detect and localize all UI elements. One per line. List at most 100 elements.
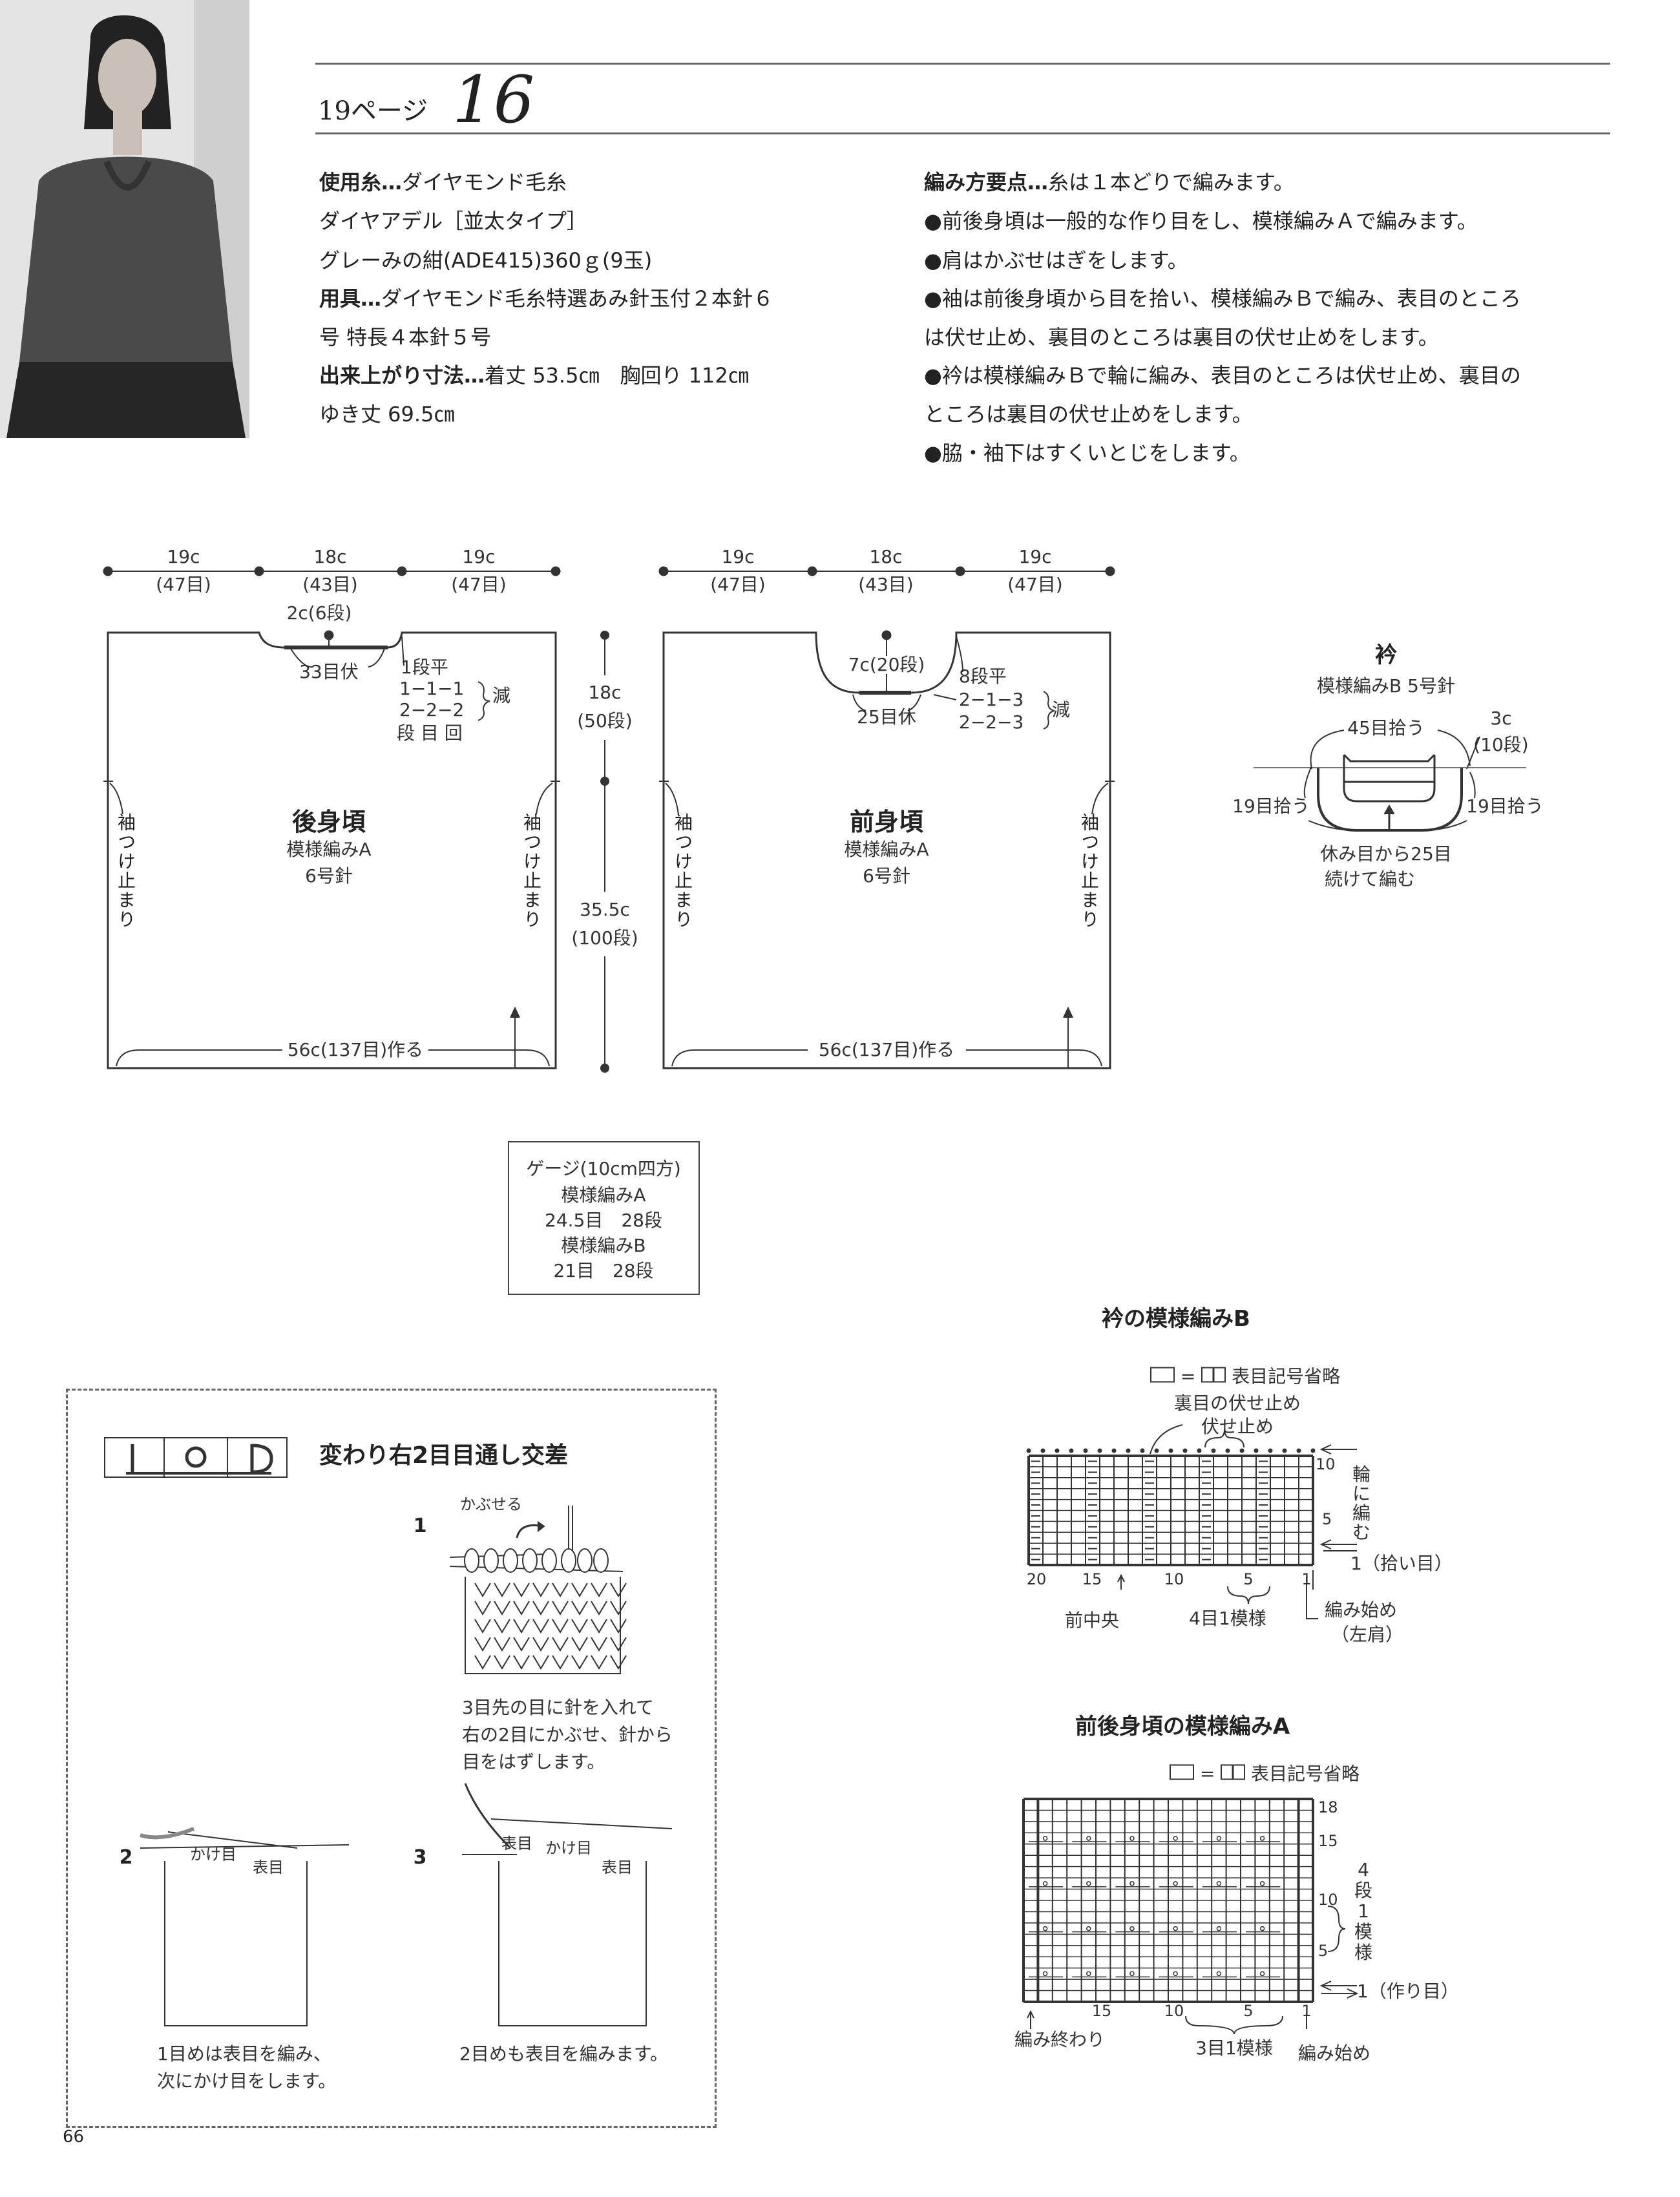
front-body-outline (662, 631, 1111, 1069)
row-label: 5 (1322, 1510, 1332, 1528)
cross-symbol (1086, 1971, 1091, 1977)
bindoff-dot (1055, 1448, 1060, 1453)
end-label: 編み終わり (1014, 2029, 1106, 2050)
materials-text: グレーみの紺(ADE415)360ｇ(9玉) (319, 248, 653, 273)
back_body-width-sts: (47目) (447, 576, 510, 594)
instruction-line: は伏せ止め、裏目のところは裏目の伏せ止めをします。 (924, 327, 1439, 348)
step-label: かけ目 (545, 1839, 592, 1857)
bindoff-dot (1268, 1448, 1273, 1453)
model-photo (0, 0, 249, 438)
stitch (474, 1582, 491, 1597)
col-label: 10 (1164, 1570, 1184, 1588)
knit-in-round-label: 編 (1352, 1502, 1371, 1524)
bindoff-dot (1296, 1448, 1301, 1453)
instruction-text: ●脇・袖下はすくいとじをします。 (924, 441, 1250, 465)
instruction-text: ●袖は前後身頃から目を拾い、模様編みＢで編み、表目のところ (924, 286, 1521, 311)
technique-panel (66, 1389, 717, 2128)
front-neck-depth: 7c(20段) (848, 654, 925, 675)
collar-title: 衿 (1375, 642, 1397, 668)
chart-a-grid (1022, 1798, 1359, 2035)
cross-symbol (1129, 1971, 1135, 1977)
stitch (474, 1601, 491, 1615)
cross-symbol (1086, 1881, 1091, 1886)
stitch (552, 1637, 569, 1652)
back-dec-row-2: 2−2−2 (399, 699, 465, 720)
bindoff-dot (1026, 1448, 1031, 1453)
chart-b-title: 衿の模様編みB (1102, 1306, 1250, 1332)
materials-label: 使用糸… (319, 170, 403, 194)
cross-symbol (1216, 1881, 1222, 1886)
step-number: 2 (119, 1846, 133, 1869)
stitch-loop (541, 1548, 557, 1573)
stitch-loop (561, 1548, 576, 1573)
step-number: 1 (413, 1515, 427, 1537)
collar-right-pickup: 19目拾う (1466, 795, 1544, 817)
step-label: かけ目 (190, 1845, 236, 1864)
pattern-number: 16 (452, 62, 535, 138)
stitch (474, 1637, 491, 1652)
stitch (610, 1582, 627, 1597)
step-caption: 右の2目にかぶせ、針から (462, 1724, 673, 1745)
stitch (513, 1619, 530, 1634)
height-lower-rows: (100段) (571, 927, 638, 949)
bindoff-dot (1197, 1448, 1202, 1453)
stitch (591, 1601, 607, 1615)
stitch-loop (577, 1548, 593, 1573)
stitch (571, 1619, 588, 1634)
collar-left-pickup: 19目拾う (1232, 795, 1310, 817)
stitch-loop (503, 1548, 518, 1573)
materials-text: 着丈 53.5㎝ 胸回り 112㎝ (485, 363, 749, 388)
collar-bottom-note-1: 休み目から25目 (1320, 843, 1452, 865)
front-sleeve-mark-right: 袖つけ止まり (1078, 813, 1100, 929)
chart-a-annotations (1027, 1906, 1359, 2035)
row-label: 10 (1318, 1891, 1338, 1909)
stitch-loop (593, 1548, 609, 1573)
page-reference: 19ページ (318, 96, 428, 126)
front-width-dimension (658, 566, 1115, 576)
instruction-line: ●脇・袖下はすくいとじをします。 (924, 443, 1250, 463)
col-label: 5 (1243, 1570, 1254, 1588)
stitch (591, 1637, 607, 1652)
front-dec-row-1: 2−1−3 (959, 689, 1024, 710)
stitch (494, 1582, 510, 1597)
chart-a-legend: = 表目記号省略 (1170, 1764, 1360, 1783)
knit-box-icon (1221, 1764, 1246, 1780)
front_body-width-cm: 18c (865, 548, 907, 566)
stitch (494, 1619, 510, 1634)
cross-symbol (1042, 1881, 1048, 1886)
step-number: 3 (413, 1846, 427, 1869)
cross-symbol (1129, 1926, 1135, 1931)
cross-stitch-symbol-icon (104, 1437, 288, 1478)
bindoff-dot (1168, 1448, 1173, 1453)
instruction-line: ●肩はかぶせはぎをします。 (924, 250, 1188, 271)
front_body-width-cm: 19c (1014, 548, 1056, 566)
knit-in-round-label: む (1352, 1522, 1371, 1543)
knit-in-round-label: 輪 (1352, 1464, 1371, 1485)
step-caption: 2目めも表目を編みます。 (459, 2043, 669, 2065)
stitch (591, 1582, 607, 1597)
stitch (552, 1655, 569, 1670)
col-label: 10 (1164, 2002, 1184, 2020)
stitch (513, 1655, 530, 1670)
cross-symbol (1042, 1926, 1048, 1931)
technique-title: 変わり右2目目通し交差 (319, 1442, 569, 1469)
chart-b-grid (1026, 1424, 1357, 1619)
cross-symbol (1173, 1971, 1178, 1977)
step1-illustration-icon (449, 1506, 627, 1674)
step-label: かぶせる (460, 1495, 522, 1513)
front_body-width-sts: (43目) (854, 576, 918, 594)
stitch (513, 1601, 530, 1615)
back-neck-depth: 2c(6段) (286, 602, 352, 624)
header-rule-bottom (315, 132, 1610, 134)
back-dec-label: 減 (492, 685, 511, 706)
step-caption: 1目めは表目を編み、 (157, 2043, 331, 2065)
gauge-line: 模様編みA (561, 1184, 646, 1206)
repeat-rows-label: 4 (1358, 1859, 1369, 1880)
bindoff-dot (1254, 1448, 1259, 1453)
step-label: 表目 (602, 1858, 633, 1876)
gauge-line: 21目 28段 (553, 1260, 654, 1281)
materials-text: 号 特長４本針５号 (319, 325, 492, 350)
collar-bottom-note-2: 続けて編む (1324, 868, 1416, 890)
back_body-width-sts: (43目) (299, 576, 362, 594)
